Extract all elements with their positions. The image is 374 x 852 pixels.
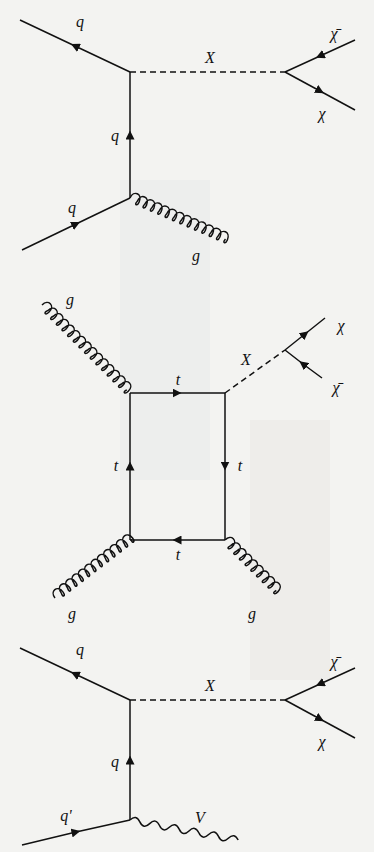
particle-label: q' [60, 808, 71, 824]
particle-label: χ̄ [332, 380, 339, 396]
particle-label: q [76, 642, 84, 658]
particle-label: t [114, 458, 118, 474]
particle-label: q [111, 754, 119, 770]
particle-label: g [68, 606, 76, 622]
particle-label: q [68, 200, 76, 216]
particle-label: t [176, 372, 180, 388]
particle-label: X [205, 50, 215, 66]
particle-label: g [192, 248, 200, 264]
particle-label: t [176, 547, 180, 563]
particle-label: χ̄ [330, 26, 337, 42]
particle-label: t [238, 458, 242, 474]
particle-label: q [76, 14, 84, 30]
particle-label: g [66, 292, 74, 308]
particle-label: q [111, 128, 119, 144]
particle-label: χ [318, 106, 325, 122]
particle-label: X [205, 678, 215, 694]
particle-label: X [241, 352, 251, 368]
particle-label: χ̄ [330, 654, 337, 670]
particle-label: χ [318, 734, 325, 750]
particle-label: χ [337, 318, 344, 334]
particle-label: g [248, 606, 256, 622]
particle-label: V [195, 810, 205, 826]
